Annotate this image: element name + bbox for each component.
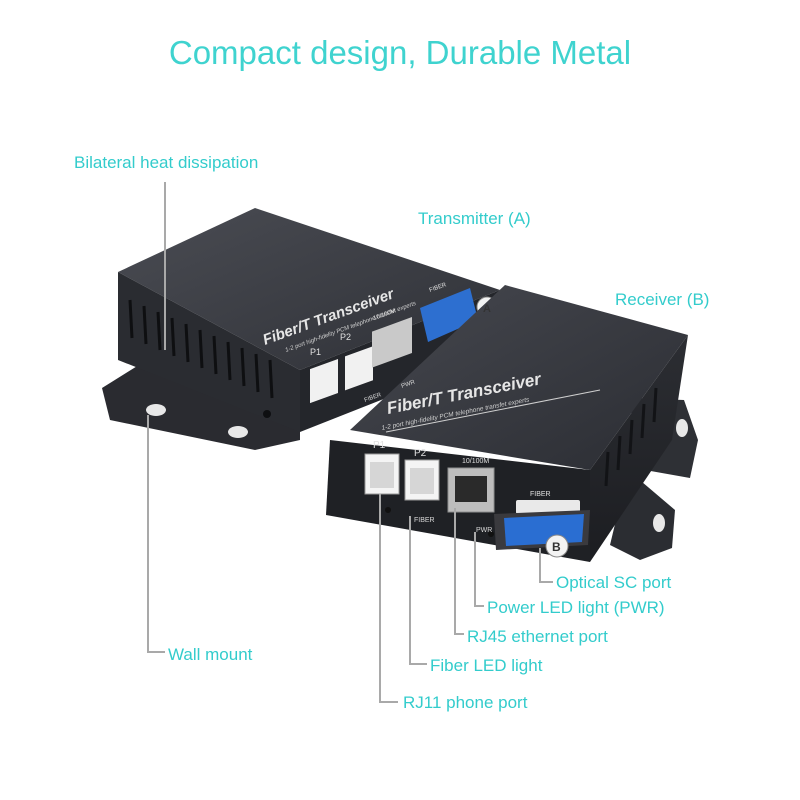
callout-receiver: Receiver (B) <box>615 290 710 309</box>
top-panel-b <box>350 285 688 470</box>
leader-power-led <box>474 532 484 607</box>
wall-mount-flange-a <box>102 355 300 450</box>
badge-b: B <box>552 540 561 554</box>
port-label-p1-a: P1 <box>310 347 321 357</box>
top-panel-a <box>118 208 500 370</box>
side-panel-a <box>118 272 300 432</box>
port-label-p1-b: P1 <box>373 440 386 451</box>
heat-vents-b <box>604 387 658 487</box>
receiver-device-b: Fiber/T Transceiver 1-2 port high-fideli… <box>326 285 698 562</box>
mount-hole-a1 <box>146 404 166 416</box>
callout-rj11-port: RJ11 phone port <box>403 693 528 712</box>
optical-sc-port-b <box>504 514 584 546</box>
headline: Compact design, Durable Metal <box>168 34 632 71</box>
heat-vents-a <box>128 299 274 399</box>
badge-b-circle <box>545 534 569 558</box>
transmitter-device-a <box>102 208 500 450</box>
side-panel-b <box>590 335 688 562</box>
leader-rj45 <box>454 508 464 635</box>
callout-rj45-port: RJ45 ethernet port <box>467 627 608 646</box>
pwr-label-a: PWR <box>401 379 417 390</box>
fiber-led-label-b: FIBER <box>414 517 435 524</box>
fiber-label-b: FIBER <box>530 491 551 498</box>
callout-transmitter: Transmitter (A) <box>418 209 531 228</box>
callout-heat-dissipation: Bilateral heat dissipation <box>74 153 259 172</box>
callout-power-led: Power LED light (PWR) <box>487 598 665 617</box>
pwr-label-b: PWR <box>476 527 492 534</box>
optical-sc-port-a <box>420 288 478 342</box>
badge-a: A <box>483 303 491 315</box>
mount-hole-a2 <box>228 426 248 438</box>
leader-lines <box>147 182 553 703</box>
rj11-port-a2 <box>345 346 373 391</box>
callout-wall-mount: Wall mount <box>168 645 253 664</box>
leader-wall-mount <box>147 415 165 653</box>
speed-label-b: 10/100M <box>462 458 489 465</box>
fiber-label-a: FIBER <box>429 282 448 294</box>
callout-optical-sc-port: Optical SC port <box>556 573 672 592</box>
rj11-port-a1 <box>310 358 338 404</box>
port-label-p2-a: P2 <box>340 332 351 342</box>
port-label-p2-b: P2 <box>414 448 427 459</box>
leader-fiber-led <box>409 516 427 665</box>
callout-fiber-led: Fiber LED light <box>430 656 543 675</box>
leader-optical-sc <box>539 548 553 583</box>
fiber-led-label-a: FIBER <box>364 392 383 404</box>
rj45-port-a <box>372 317 412 368</box>
leader-rj11 <box>379 494 398 703</box>
